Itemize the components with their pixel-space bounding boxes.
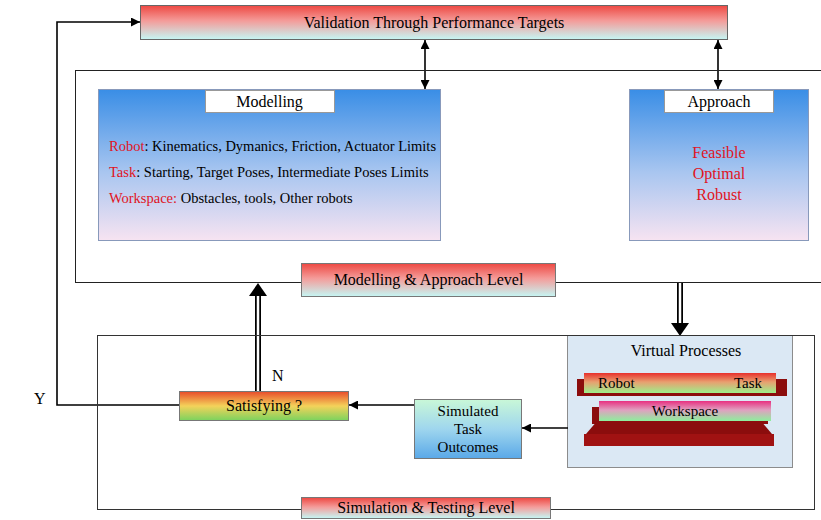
connector-line bbox=[349, 404, 414, 406]
connector bbox=[249, 283, 267, 391]
text-block: Workspace bbox=[599, 401, 771, 421]
connector bbox=[718, 40, 719, 89]
node-text: Task bbox=[109, 164, 136, 180]
text-block: Virtual Processes bbox=[568, 342, 804, 360]
node-text: Modelling & Approach Level bbox=[334, 271, 524, 289]
label-box: Approach bbox=[664, 90, 774, 113]
level-frame: Satisfying ? Simulated Task Outcomes Robot… bbox=[97, 335, 815, 510]
connector bbox=[522, 428, 568, 429]
text-block: Robot bbox=[598, 373, 635, 393]
node-text: : Starting, Target Poses, Intermediate P… bbox=[136, 164, 428, 180]
connector bbox=[671, 283, 689, 336]
text-block: Feasible Optimal Robust bbox=[679, 142, 759, 205]
arrowhead bbox=[249, 283, 267, 296]
approach-panel: ApproachFeasible Optimal Robust bbox=[629, 89, 809, 241]
text-block: Task: Starting, Target Poses, Intermedia… bbox=[109, 164, 429, 181]
pedestal bbox=[586, 420, 772, 434]
connector-line bbox=[717, 40, 719, 89]
node-text: Workspace bbox=[652, 403, 718, 420]
text-block: Simulated Task Outcomes bbox=[415, 400, 521, 458]
connector-line bbox=[522, 427, 568, 429]
decision-box: Satisfying ? bbox=[179, 391, 349, 421]
double-line bbox=[679, 283, 682, 324]
node-text: Feasible Optimal Robust bbox=[692, 144, 749, 203]
double-line bbox=[255, 295, 261, 391]
node-text: Workspace: bbox=[109, 190, 177, 206]
node-text: Obstacles, tools, Other robots bbox=[177, 190, 353, 206]
text-block: Validation Through Performance Targets bbox=[141, 6, 727, 39]
node-text: Robot bbox=[598, 375, 635, 391]
edge-label: Y bbox=[32, 390, 48, 408]
layer-band: Workspace bbox=[599, 401, 771, 421]
pedestal bbox=[584, 434, 774, 446]
virtual-panel bbox=[568, 336, 793, 468]
double-line bbox=[257, 295, 260, 391]
process-group: Robot TaskWorkspace Virtual Processes bbox=[568, 336, 804, 469]
level-frame: ModellingRobot: Kinematics, Dymanics, Fr… bbox=[75, 70, 821, 283]
label-box: Simulation & Testing Level bbox=[301, 497, 551, 519]
node-text: Validation Through Performance Targets bbox=[304, 14, 565, 32]
node-text: Simulation & Testing Level bbox=[337, 499, 515, 517]
node-text: : Kinematics, Dymanics, Friction, Actuat… bbox=[144, 138, 436, 154]
layer-band: Robot Task bbox=[584, 373, 776, 393]
text-block: Robot: Kinematics, Dymanics, Friction, A… bbox=[109, 138, 436, 155]
node-text: Simulated Task Outcomes bbox=[429, 402, 507, 456]
label-box: Modelling & Approach Level bbox=[301, 263, 556, 297]
process-box: Simulated Task Outcomes bbox=[414, 399, 522, 459]
edge-label: N bbox=[270, 367, 286, 385]
modelling-panel: ModellingRobot: Kinematics, Dymanics, Fr… bbox=[98, 89, 441, 241]
node-text: Robot bbox=[109, 138, 144, 154]
connector bbox=[349, 405, 414, 406]
node-text: Modelling bbox=[236, 93, 303, 111]
double-line bbox=[677, 283, 683, 324]
text-block: Satisfying ? bbox=[180, 392, 348, 420]
label-box: Modelling bbox=[205, 90, 335, 113]
node-text: Virtual Processes bbox=[631, 342, 742, 359]
text-block: Workspace: Obstacles, tools, Other robot… bbox=[109, 190, 353, 207]
node-text: Task bbox=[734, 375, 762, 391]
text-block: Task bbox=[734, 373, 762, 393]
connector bbox=[425, 40, 426, 89]
target-box: Validation Through Performance Targets bbox=[140, 5, 728, 40]
connector-line bbox=[424, 40, 426, 89]
node-text: Approach bbox=[687, 93, 750, 111]
node-text: Satisfying ? bbox=[226, 397, 302, 415]
